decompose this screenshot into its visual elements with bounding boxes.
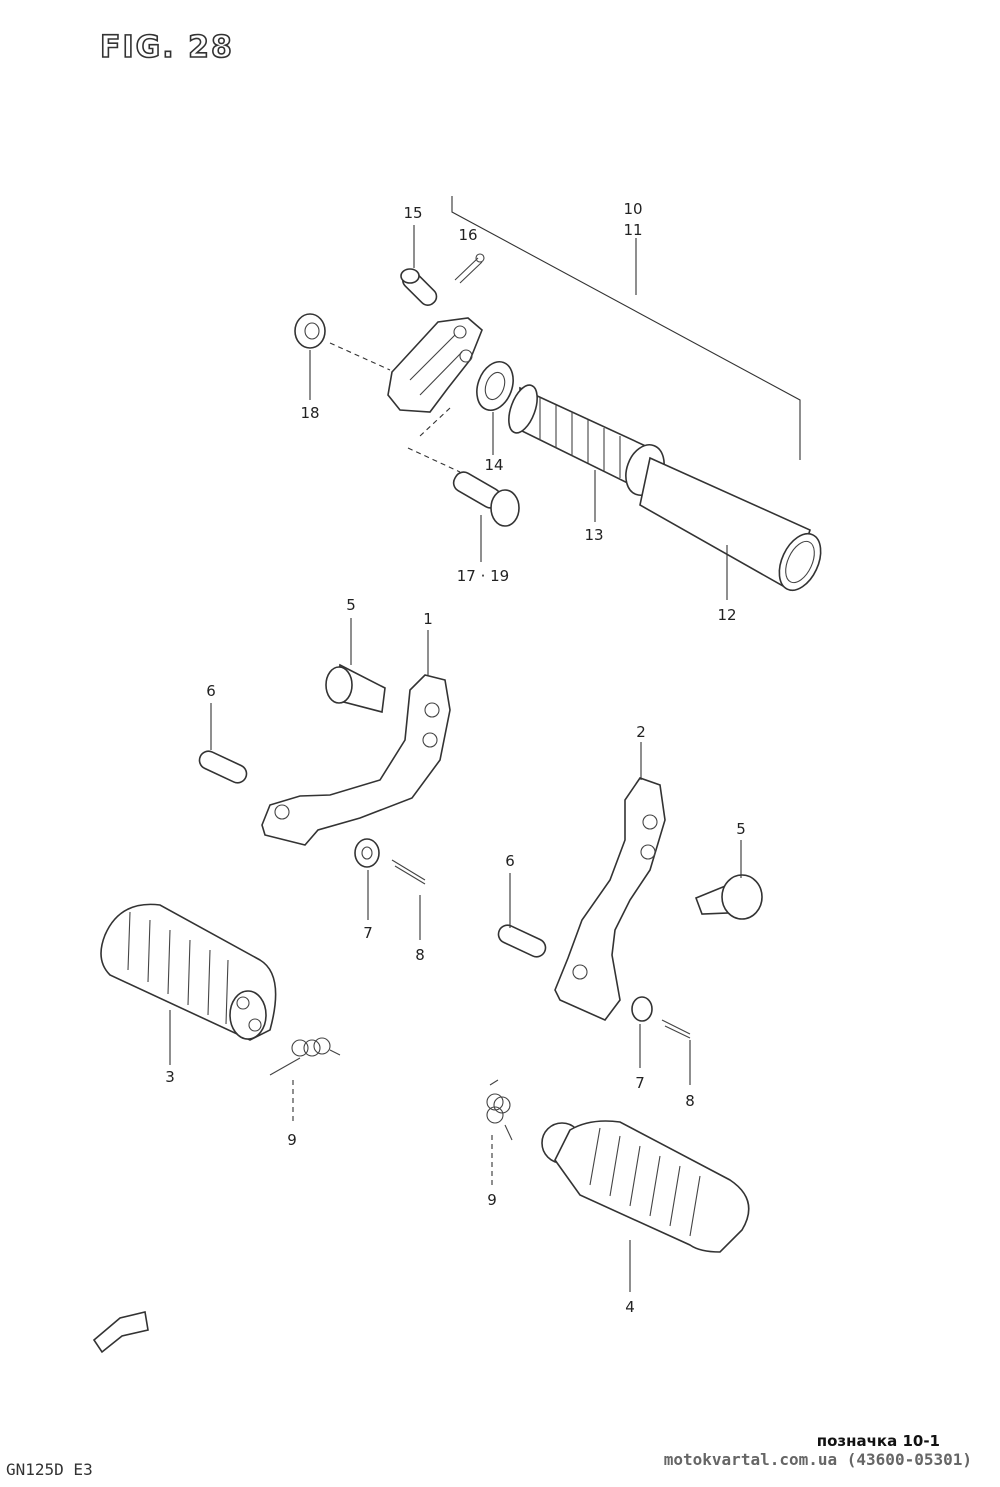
label-3: 3 — [165, 1068, 175, 1086]
label-10: 10 — [623, 200, 642, 218]
bracket-1 — [261, 630, 451, 846]
label-17-19: 17 · 19 — [457, 567, 509, 585]
assembly-bracket-10-11 — [451, 196, 801, 460]
spring-9-left — [269, 1037, 341, 1125]
label-5-right: 5 — [736, 820, 746, 838]
label-6-left: 6 — [206, 682, 216, 700]
label-6-right: 6 — [505, 852, 515, 870]
washer-7-right — [631, 996, 653, 1068]
washer-14 — [476, 360, 514, 455]
label-15: 15 — [403, 204, 422, 222]
bolt-5-left — [325, 618, 386, 714]
label-8-right: 8 — [685, 1092, 695, 1110]
label-13: 13 — [584, 526, 603, 544]
footrest-bracket — [387, 317, 483, 413]
label-14: 14 — [484, 456, 503, 474]
washer-7-left — [354, 838, 380, 920]
label-11: 11 — [623, 221, 642, 239]
label-4: 4 — [625, 1298, 635, 1316]
footrest-bar-12 — [639, 456, 822, 600]
bolt-15 — [400, 225, 438, 306]
footrest-rubber-3 — [100, 903, 277, 1065]
label-16: 16 — [458, 226, 477, 244]
label-18: 18 — [300, 404, 319, 422]
label-12: 12 — [717, 606, 736, 624]
cotter-pin-16 — [454, 253, 485, 284]
label-7-right: 7 — [635, 1074, 645, 1092]
footrest-rubber-4 — [541, 1120, 750, 1292]
bracket-2 — [554, 742, 666, 1021]
bolt-5-right — [694, 840, 763, 920]
label-9-left: 9 — [287, 1131, 297, 1149]
label-9-right: 9 — [487, 1191, 497, 1209]
bolt-17-19 — [407, 407, 520, 562]
front-direction-arrow-icon — [92, 1311, 149, 1354]
model-code: GN125D E3 — [6, 1460, 93, 1479]
label-8-left: 8 — [415, 946, 425, 964]
cotter-pin-8-right — [661, 1019, 691, 1085]
nut-18 — [294, 313, 391, 400]
figure-title: FIG. 28 — [99, 29, 234, 66]
label-5-left: 5 — [346, 596, 356, 614]
site-watermark: motokvartal.com.ua (43600-05301) — [663, 1450, 972, 1469]
pin-6-left — [198, 703, 248, 784]
spring-9-right — [486, 1079, 513, 1185]
marker-text: позначка 10-1 — [816, 1432, 940, 1450]
label-1: 1 — [423, 610, 433, 628]
label-7-left: 7 — [363, 924, 373, 942]
cotter-pin-8-left — [391, 859, 426, 940]
label-2: 2 — [636, 723, 646, 741]
pin-6-right — [497, 873, 547, 958]
